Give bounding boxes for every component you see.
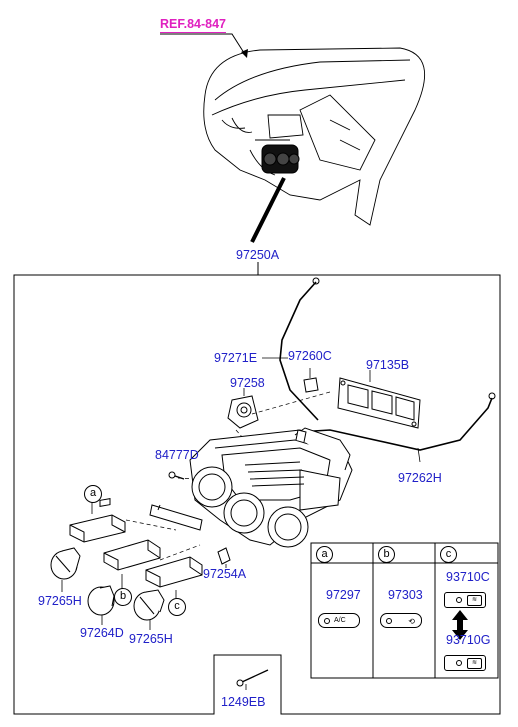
callout-b[interactable]: b — [114, 588, 132, 606]
switch-b-part — [103, 539, 161, 571]
lower-cable — [297, 397, 493, 451]
ac-button-illustration: A/C — [318, 613, 360, 628]
callout-c[interactable]: c — [168, 598, 186, 616]
clip-part — [303, 377, 319, 393]
table-header-b: b — [378, 546, 395, 563]
table-part-a[interactable]: 97297 — [326, 588, 361, 602]
ref-arrowhead — [241, 49, 248, 58]
bracket-label[interactable]: 97135B — [366, 358, 410, 372]
knob-left-part — [50, 547, 81, 580]
dashboard-illustration — [203, 47, 426, 226]
indicator-dot-icon — [324, 618, 330, 624]
ac-button-text: A/C — [334, 617, 346, 624]
upper-cable — [279, 281, 319, 421]
knob-right-part — [133, 589, 165, 621]
knob-right-label[interactable]: 97265H — [129, 632, 173, 646]
knob-left-label[interactable]: 97265H — [38, 594, 82, 608]
bulb-part — [217, 547, 231, 565]
knob-center-part — [87, 585, 115, 616]
table-part-c-top[interactable]: 93710C — [446, 570, 490, 584]
screw-part — [168, 471, 185, 480]
rear-defrost-button-top: ≋ — [444, 592, 486, 608]
assembly-frame — [13, 262, 501, 715]
recirculation-icon: ⟲ — [408, 617, 415, 626]
reference-label[interactable]: REF.84-847 — [160, 17, 227, 33]
bracket-part — [337, 377, 421, 429]
assembly-leader — [250, 177, 286, 243]
knob-module-part — [227, 395, 259, 429]
assembly-label[interactable]: 97250A — [236, 248, 280, 262]
control-body — [189, 427, 353, 548]
ref-leader-line — [160, 33, 247, 57]
bottom-screw-label[interactable]: 1249EB — [221, 695, 266, 709]
bulb-label[interactable]: 97254A — [203, 567, 247, 581]
knob-module-label[interactable]: 97258 — [230, 376, 265, 390]
rear-defrost-icon: ≋ — [467, 595, 482, 606]
double-arrow-icon — [452, 610, 468, 640]
callout-a[interactable]: a — [84, 485, 102, 503]
rear-defrost-button-bottom: ≋ — [444, 655, 486, 671]
table-header-a: a — [316, 546, 333, 563]
knob-center-label[interactable]: 97264D — [80, 626, 124, 640]
table-part-b[interactable]: 97303 — [388, 588, 423, 602]
screw-label[interactable]: 84777D — [155, 448, 199, 462]
clip-label[interactable]: 97260C — [288, 349, 332, 363]
indicator-dot-icon — [386, 618, 392, 624]
dash-control-unit — [261, 144, 300, 174]
bottom-screw-part — [236, 669, 269, 687]
table-header-c: c — [440, 546, 457, 563]
switch-a-part — [69, 498, 126, 543]
lower-cable-label[interactable]: 97262H — [398, 471, 442, 485]
table-part-c-bottom[interactable]: 93710G — [446, 633, 491, 647]
recirc-button-illustration: ⟲ — [380, 613, 422, 628]
variants-table — [310, 542, 499, 679]
trim-strip — [149, 504, 203, 531]
indicator-dot-icon — [456, 597, 462, 603]
indicator-dot-icon — [456, 660, 462, 666]
rear-defrost-icon: ≋ — [467, 658, 482, 669]
switch-c-part — [145, 556, 203, 588]
upper-cable-label[interactable]: 97271E — [214, 351, 258, 365]
